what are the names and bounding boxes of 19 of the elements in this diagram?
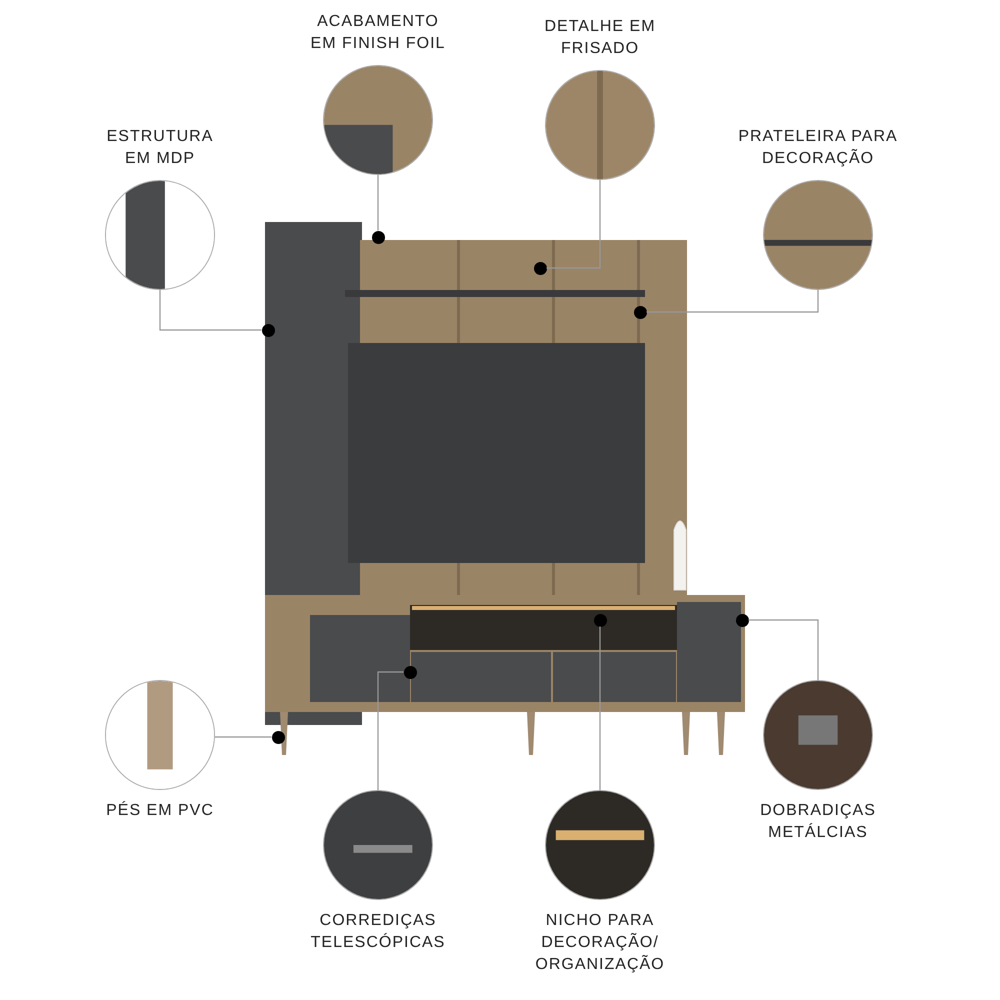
callout-label: DETALHE EM FRISADO [543,17,657,59]
marker-dot [272,730,284,744]
leader-line [377,175,379,230]
leader-line [646,290,819,313]
callout-label: ESTRUTURA EM MDP [106,127,214,169]
marker-dot [372,230,384,244]
callout-label: PRATELEIRA PARA DECORAÇÃO [737,127,899,169]
callout-label: DOBRADIÇAS METÁLCIAS [759,801,877,843]
leader-line [377,671,404,790]
callout-label: CORREDIÇAS TELESCÓPICAS [310,911,446,953]
callout-label: PÉS EM PVC [105,800,215,821]
leader-line [748,619,819,680]
marker-dot [262,324,274,336]
leader-line [546,180,601,269]
callout-label: NICHO PARA DECORAÇÃO/ ORGANIZAÇÃO [535,911,665,975]
leader-line [215,736,272,738]
leader-line [159,290,262,331]
callout-label: ACABAMENTO EM FINISH FOIL [310,12,446,54]
leader-line [599,626,601,790]
